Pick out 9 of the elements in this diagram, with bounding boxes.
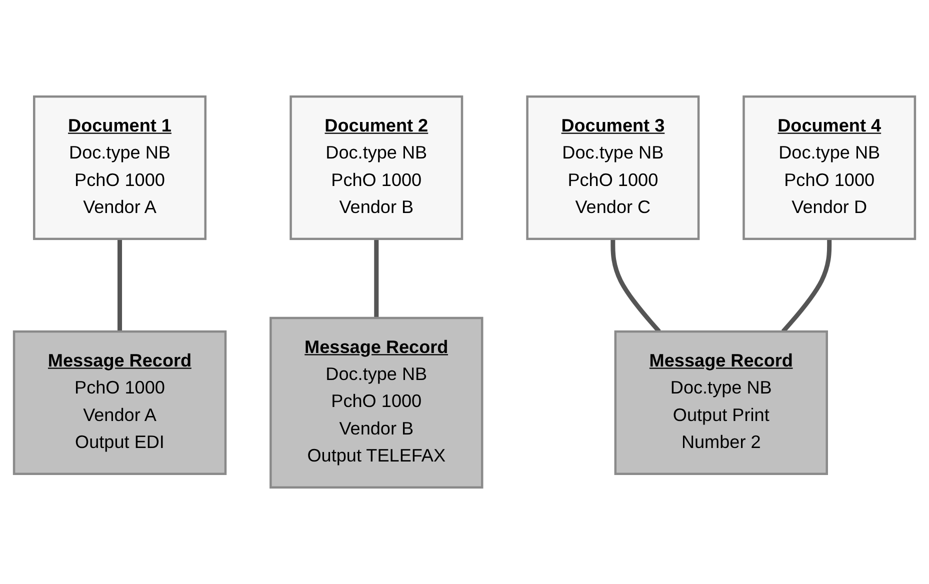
- node-box: Message Record Doc.type NB PchO 1000 Vendor B Output TELEFAX: [270, 316, 484, 489]
- node-box: Message Record Doc.type NB Output Print Number 2: [614, 330, 828, 475]
- connector: [118, 238, 122, 332]
- node-box: Document 2 Doc.type NB PchO 1000 Vendor B: [290, 95, 464, 240]
- connector: [374, 238, 379, 318]
- node-box: Message Record PchO 1000 Vendor A Output EDI: [12, 330, 227, 475]
- node-box: Document 3 Doc.type NB PchO 1000 Vendor C: [526, 95, 700, 240]
- node-box: Document 4 Doc.type NB PchO 1000 Vendor D: [742, 95, 916, 240]
- node-box: Document 1 Doc.type NB PchO 1000 Vendor A: [33, 95, 206, 240]
